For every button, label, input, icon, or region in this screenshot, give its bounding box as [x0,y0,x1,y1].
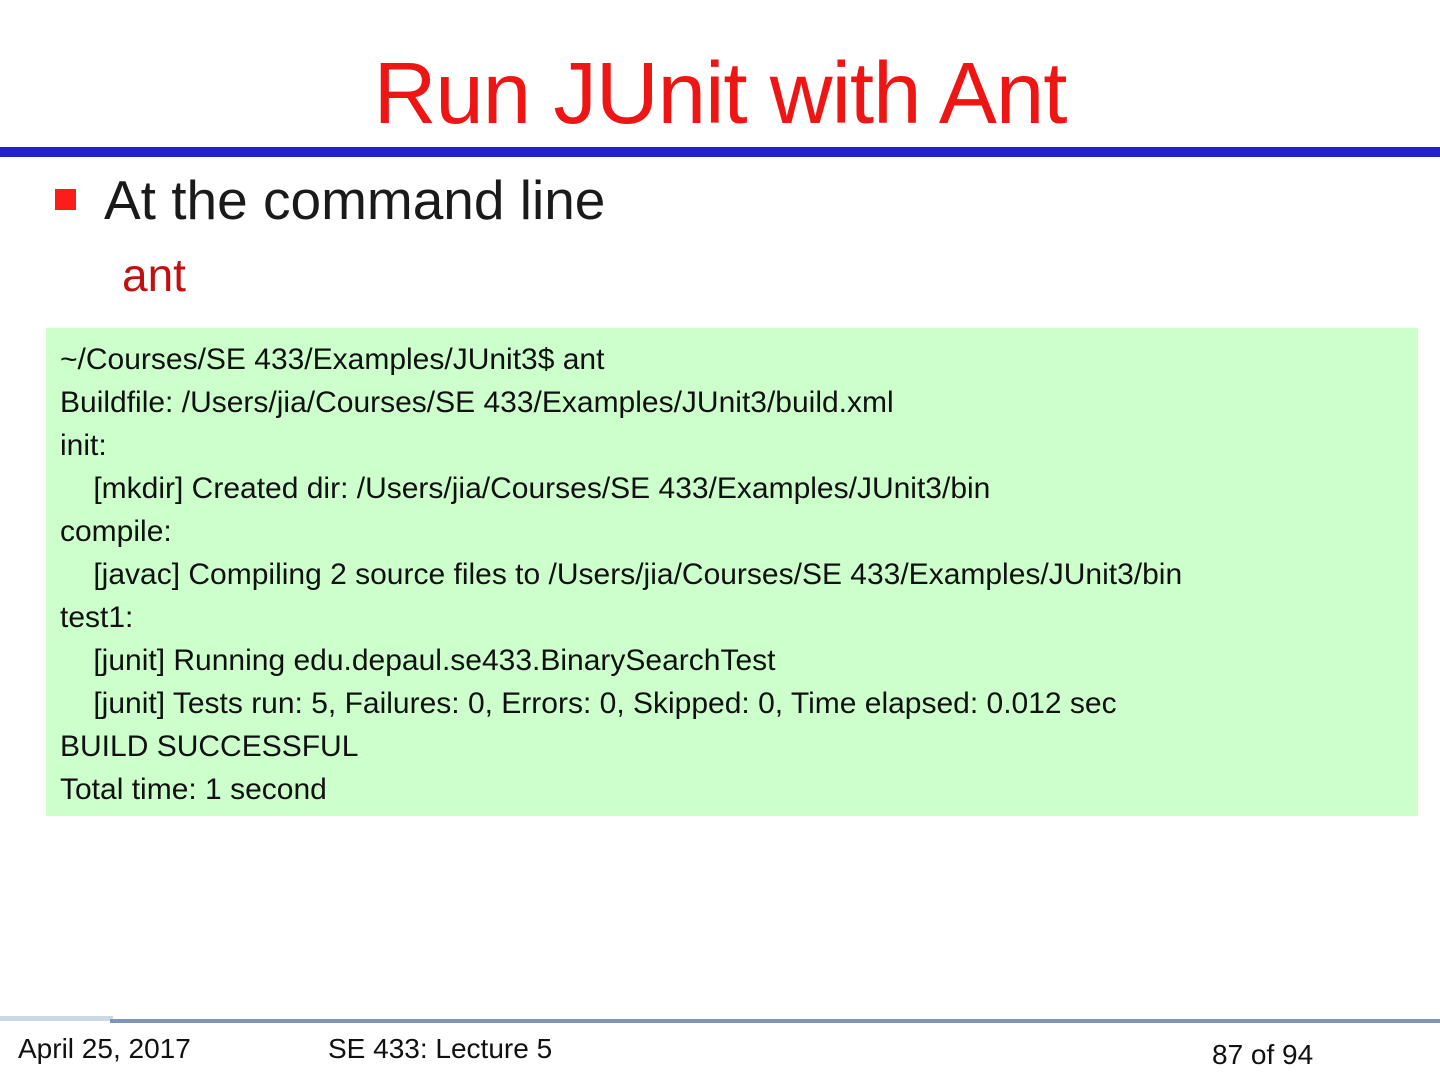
bullet-item: At the command line [55,170,605,231]
terminal-line: ~/Courses/SE 433/Examples/JUnit3$ ant [60,343,605,376]
terminal-line: [javac] Compiling 2 source files to /Use… [60,558,1183,591]
command-text: ant [122,249,186,301]
terminal-line: init: [60,429,107,462]
terminal-line: Total time: 1 second [60,773,327,806]
footer-divider-dark-segment [110,1019,1440,1023]
terminal-line: test1: [60,601,134,634]
page-title: Run JUnit with Ant [373,45,1068,142]
terminal-output: ~/Courses/SE 433/Examples/JUnit3$ ant Bu… [46,328,1418,816]
page-number: 87 of 94 [1212,1039,1314,1070]
footer-divider-light-segment [0,1016,113,1021]
terminal-line: BUILD SUCCESSFUL [60,730,359,763]
footer-course: SE 433: Lecture 5 [328,1033,553,1064]
terminal-line: [junit] Running edu.depaul.se433.BinaryS… [60,644,776,677]
title-divider [0,147,1440,157]
terminal-line: [junit] Tests run: 5, Failures: 0, Error… [60,687,1117,720]
terminal-line: compile: [60,515,172,548]
bullet-square-icon [55,189,76,210]
footer-divider [0,1016,1440,1023]
terminal-line: Buildfile: /Users/jia/Courses/SE 433/Exa… [60,386,894,419]
bullet-text: At the command line [104,169,606,231]
terminal-line: [mkdir] Created dir: /Users/jia/Courses/… [60,472,991,505]
footer-date: April 25, 2017 [18,1033,191,1064]
